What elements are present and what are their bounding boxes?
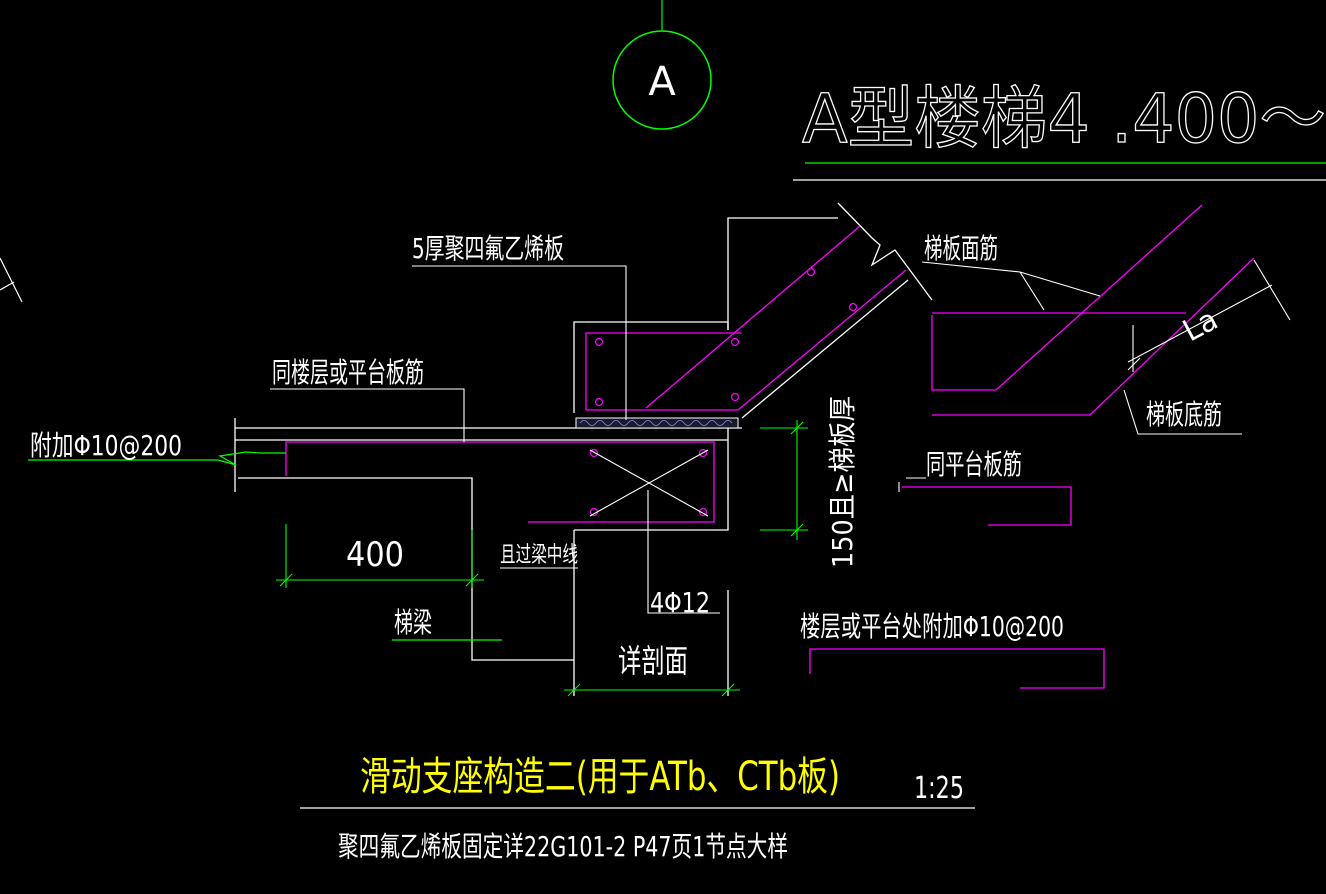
slab-top-rebar-label: 梯板面筋 [924,232,998,265]
axis-bubble-label: A [648,59,676,105]
caption-block: 滑动支座构造二(用于ATb、CTb板) 1:25 聚四氟乙烯板固定详22G101… [338,754,964,863]
axis-bubble: A [612,0,712,130]
platform-rebar-label: 同平台板筋 [926,448,1022,481]
beam-centerline-label: 且过梁中线 [500,543,578,568]
slab-bottom-rebar-label: 梯板底筋 [1146,398,1222,431]
additional-rebar-label: 附加Φ10@200 [30,429,182,462]
dimension-thickness [760,420,808,540]
green-leaders [28,451,975,809]
la-mark-label: La [1177,302,1223,349]
floor-rebar-label: 同楼层或平台板筋 [272,356,424,389]
drawing-title-block: A型楼梯4 .400～ [793,79,1326,181]
main-rebar-label: 4Φ12 [650,586,710,619]
dimension-400 [276,524,484,588]
rebar-dots [589,267,858,517]
leader-lines [270,261,1242,614]
annotation-text: 5厚聚四氟乙烯板 梯板面筋 同楼层或平台板筋 梯板底筋 附加Φ10@200 同平… [30,232,1224,680]
caption-title: 滑动支座构造二(用于ATb、CTb板) [360,754,840,800]
ptfe-plate-strip [575,417,739,429]
drawing-title: A型楼梯4 .400～ [802,80,1326,159]
section-cross [589,449,709,517]
ptfe-plate-label: 5厚聚四氟乙烯板 [412,232,564,265]
support-length-dimension: 400 [346,535,404,575]
thickness-note-label: 150且≥梯板厚 [826,396,859,568]
caption-note: 聚四氟乙烯板固定详22G101-2 P47页1节点大样 [338,830,788,863]
stair-beam-label: 梯梁 [394,606,432,639]
detail-section-label: 详剖面 [618,642,688,680]
caption-scale: 1:25 [914,771,964,806]
dimension-la [1127,259,1291,372]
floor-additional-rebar-label: 楼层或平台处附加Φ10@200 [800,610,1064,643]
left-edge-marks [0,257,23,303]
rebars [285,204,1255,689]
dimension-detail-section [564,683,740,697]
